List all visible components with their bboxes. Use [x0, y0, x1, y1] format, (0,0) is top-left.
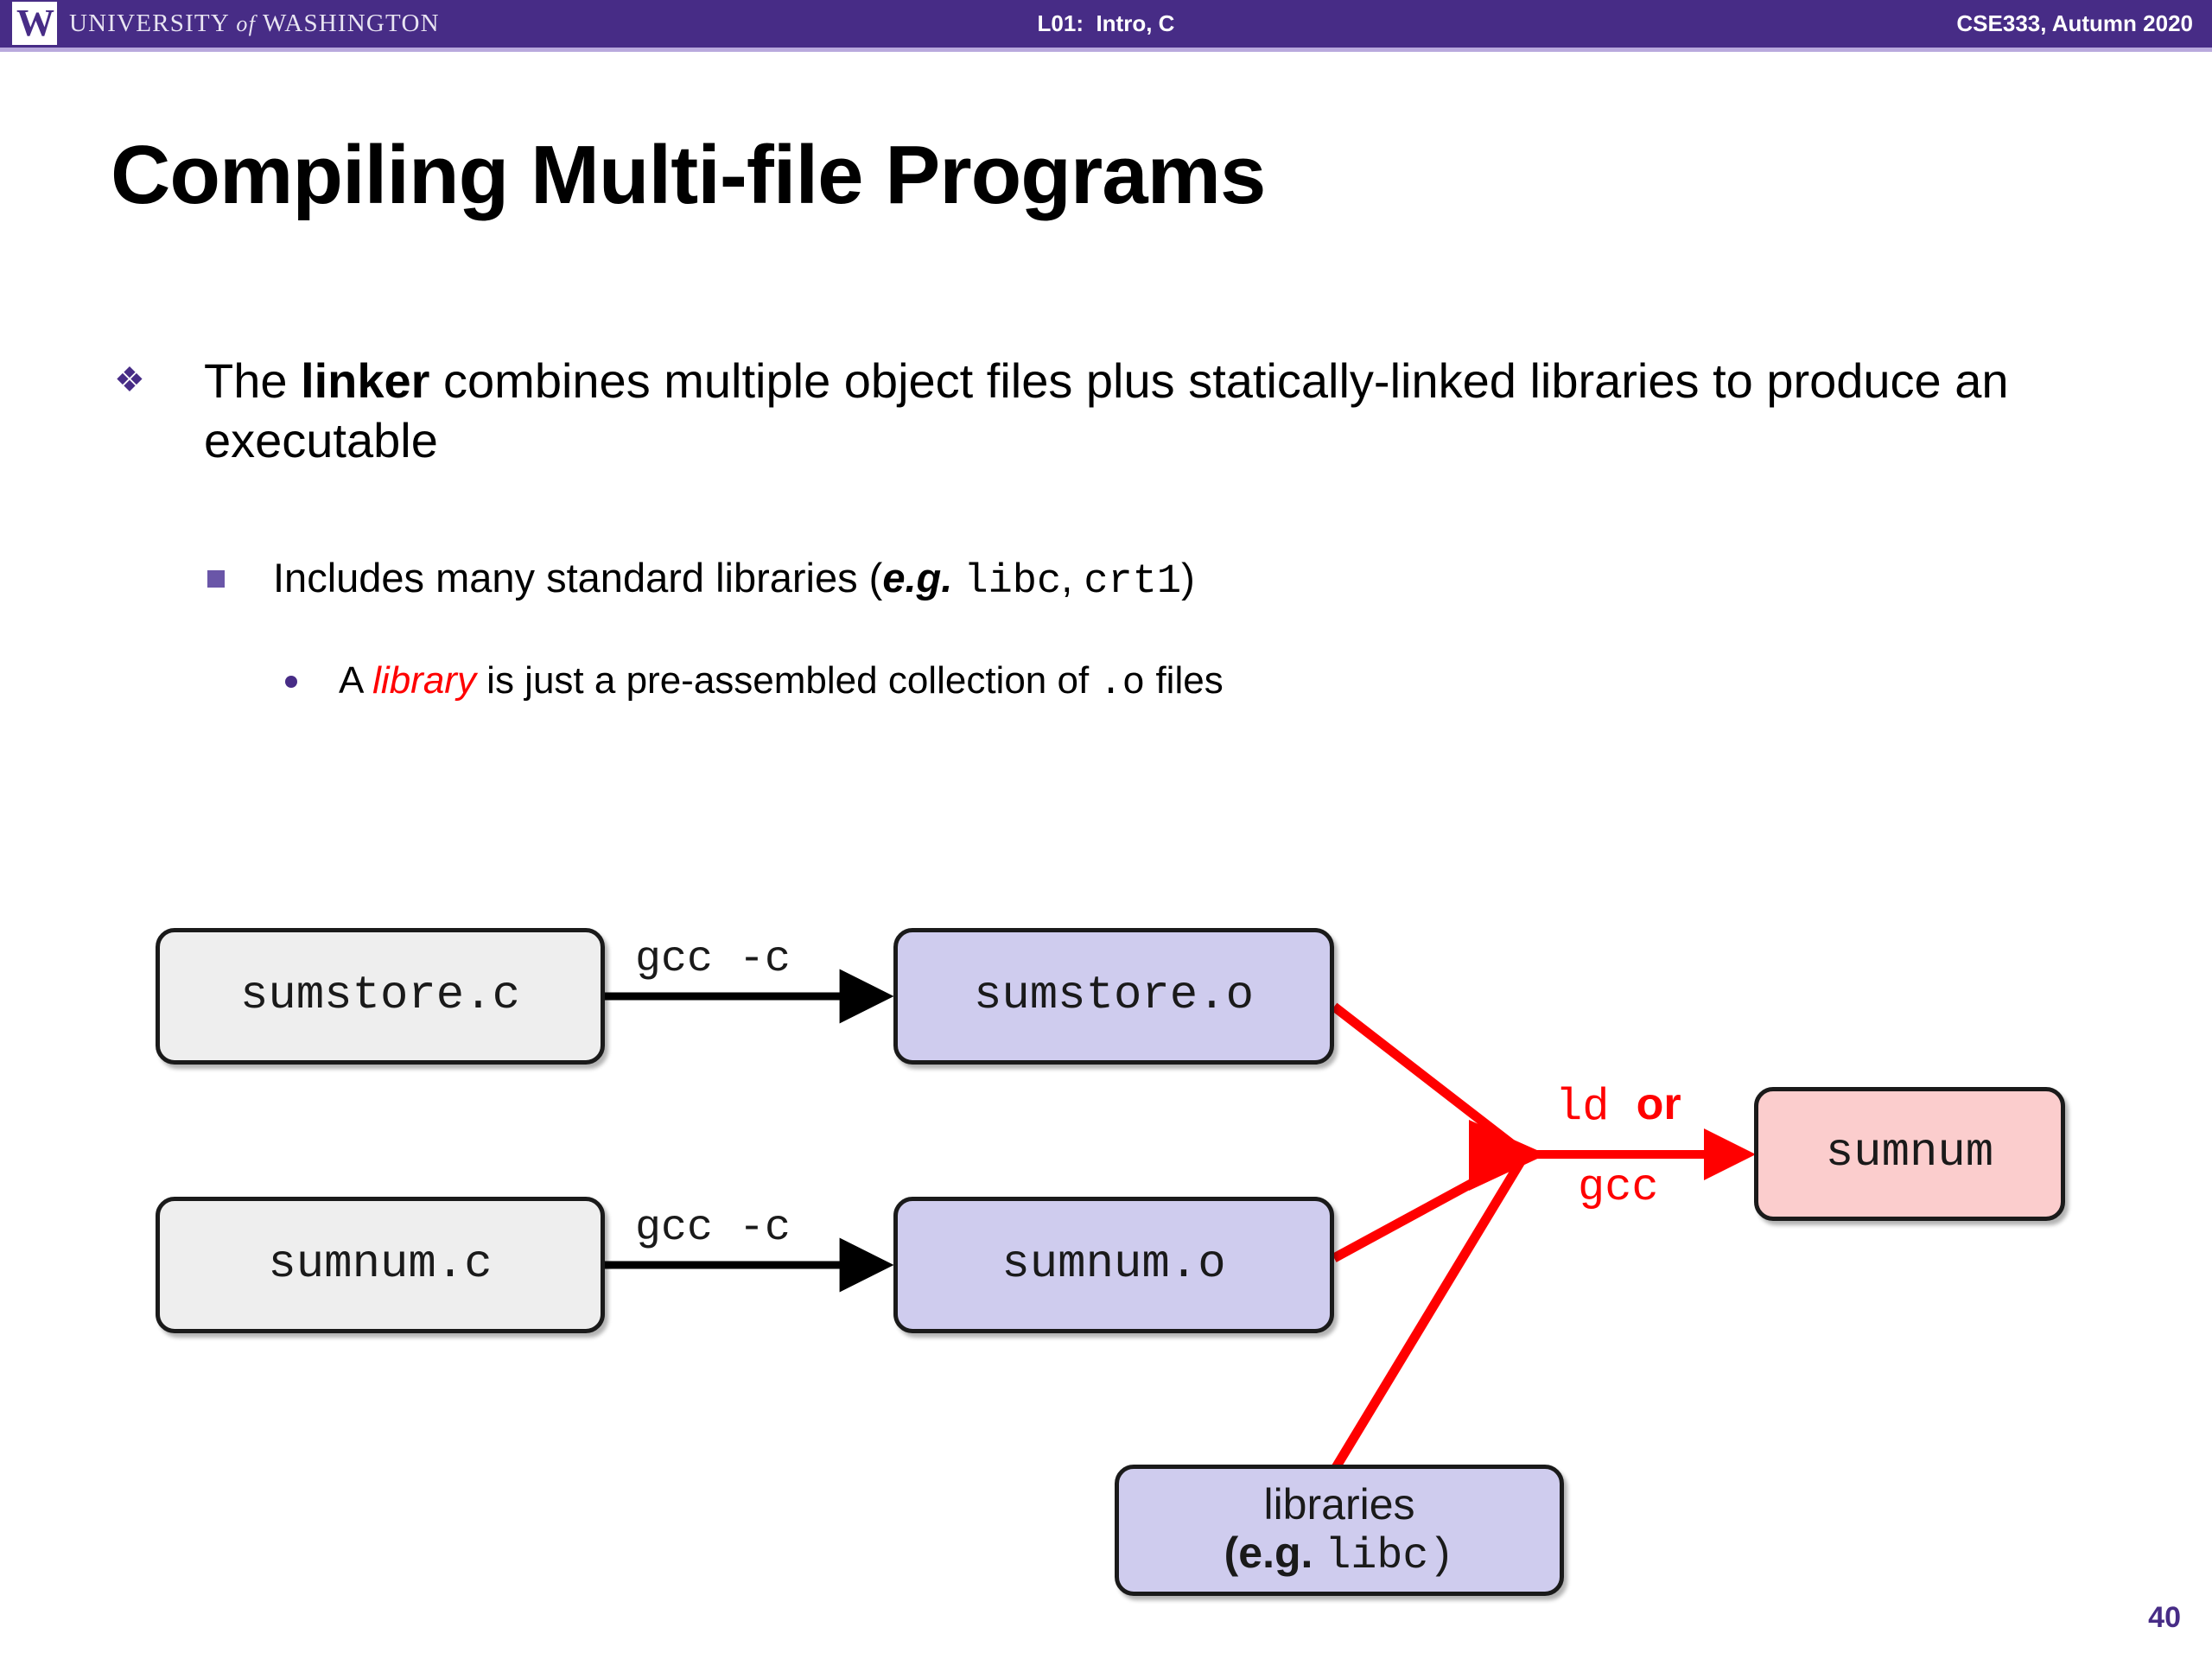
- link-edge-sumnum-o: [1332, 1150, 1528, 1262]
- bullet1-text-a: The: [204, 353, 302, 408]
- page-number: 40: [2148, 1601, 2181, 1634]
- link-edge-libraries: [1331, 1152, 1529, 1471]
- bullet-level2: Includes many standard libraries (e.g. l…: [207, 553, 2108, 608]
- round-bullet-icon: [285, 676, 297, 688]
- page-title: Compiling Multi-file Programs: [111, 129, 1266, 221]
- link-convergence-arrowhead: [1469, 1120, 1547, 1191]
- bullet-level2-text: Includes many standard libraries (e.g. l…: [273, 553, 2108, 608]
- edge-label-ld-or: ld or: [1555, 1078, 1681, 1133]
- edge-label-gcc-compile-2: gcc -c: [635, 1204, 791, 1253]
- node-sumnum-o: sumnum.o: [893, 1197, 1334, 1333]
- bullet-level1-text: The linker combines multiple object file…: [204, 351, 2119, 471]
- node-sumstore-o: sumstore.o: [893, 928, 1334, 1065]
- square-bullet-icon: [207, 570, 225, 588]
- wordmark-of: of: [236, 10, 256, 36]
- node-sumnum-executable: sumnum: [1754, 1087, 2065, 1221]
- node-sumnum-c: sumnum.c: [156, 1197, 605, 1333]
- header-band: [0, 0, 2212, 48]
- lecture-title: L01: Intro, C: [1037, 10, 1175, 36]
- bullet2-eg: e.g.: [882, 555, 953, 601]
- bullet3-text-b: is just a pre-assembled collection of: [475, 659, 1100, 702]
- header-accent-line: [0, 48, 2212, 52]
- uw-logo: W UNIVERSITY of WASHINGTON: [12, 2, 440, 45]
- uw-wordmark: UNIVERSITY of WASHINGTON: [69, 10, 440, 38]
- bullet2-comma: ,: [1061, 555, 1084, 601]
- bullet2-code-libc: libc: [963, 559, 1062, 605]
- bullet2-close-paren: ): [1181, 555, 1195, 601]
- edge-label-or: or: [1636, 1079, 1681, 1129]
- bullet2-space: [952, 555, 963, 601]
- bullet-level1: ❖ The linker combines multiple object fi…: [114, 351, 2119, 471]
- libraries-label: libraries: [1263, 1479, 1415, 1529]
- bullet2-text-a: Includes many standard libraries (: [273, 555, 883, 601]
- edge-label-gcc-link: gcc: [1578, 1162, 1659, 1213]
- link-edge-sumstore-o: [1331, 1002, 1529, 1159]
- bullet-level3: A library is just a pre-assembled collec…: [285, 657, 2100, 708]
- bullet1-bold-linker: linker: [301, 353, 430, 408]
- bullet3-text-c: files: [1145, 659, 1224, 702]
- libraries-eg-prefix: (e.g.: [1224, 1528, 1325, 1577]
- node-sumstore-c: sumstore.c: [156, 928, 605, 1065]
- node-libraries: libraries (e.g. libc): [1115, 1465, 1564, 1596]
- bullet3-text-a: A: [339, 659, 373, 702]
- bullet3-code-dot-o: .o: [1099, 662, 1146, 705]
- libraries-code-libc: libc): [1325, 1531, 1455, 1581]
- libraries-example: (e.g. libc): [1224, 1529, 1455, 1581]
- wordmark-washington: WASHINGTON: [262, 9, 440, 37]
- diamond-cluster-bullet-icon: ❖: [114, 361, 145, 399]
- bullet3-emph-library: library: [372, 659, 476, 702]
- edge-label-gcc-compile-1: gcc -c: [635, 935, 791, 984]
- bullet-level3-text: A library is just a pre-assembled collec…: [339, 657, 2100, 708]
- wordmark-university: UNIVERSITY: [69, 9, 229, 37]
- bullet2-code-crt1: crt1: [1084, 559, 1182, 605]
- course-term-label: CSE333, Autumn 2020: [1956, 10, 2193, 36]
- bullet1-text-b: combines multiple object files plus stat…: [204, 353, 2009, 468]
- uw-w-logo-icon: W: [12, 2, 57, 45]
- edge-label-ld: ld: [1555, 1082, 1637, 1133]
